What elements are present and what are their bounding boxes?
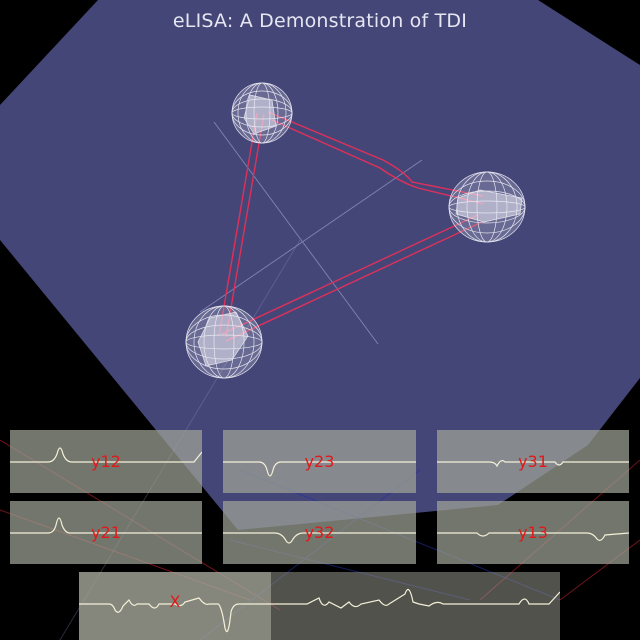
signal-trace-y13 bbox=[437, 532, 629, 541]
signal-panel-y21: y21 bbox=[10, 501, 202, 564]
panel-label-y32: y32 bbox=[304, 523, 335, 542]
spacecraft-3 bbox=[185, 305, 263, 379]
signal-trace-x bbox=[79, 588, 560, 633]
panel-label-y21: y21 bbox=[91, 523, 121, 542]
panel-label-y13: y13 bbox=[518, 523, 548, 542]
signal-trace-y32 bbox=[223, 532, 416, 544]
panel-label-y31: y31 bbox=[518, 452, 548, 471]
panel-label-y23: y23 bbox=[304, 452, 335, 471]
signal-panel-y23: y23 bbox=[223, 430, 416, 493]
signal-trace-y31 bbox=[437, 460, 629, 468]
panel-label-x: X bbox=[169, 592, 181, 611]
signal-panel-y12: y12 bbox=[10, 430, 202, 493]
panel-label-y12: y12 bbox=[91, 452, 121, 471]
spacecraft-2 bbox=[448, 171, 526, 243]
signal-panel-y31: y31 bbox=[437, 430, 629, 493]
signal-panel-x: X bbox=[79, 572, 560, 640]
signal-panel-y13: y13 bbox=[437, 501, 629, 564]
panel-x-highlight bbox=[79, 572, 271, 640]
signal-trace-y12 bbox=[10, 447, 202, 463]
spacecraft-1 bbox=[231, 82, 293, 144]
signal-panel-y32: y32 bbox=[223, 501, 416, 564]
page-title: eLISA: A Demonstration of TDI bbox=[172, 10, 468, 32]
signal-trace-y21 bbox=[10, 517, 202, 534]
laser-arms bbox=[218, 111, 485, 342]
signal-trace-y23 bbox=[223, 461, 416, 477]
